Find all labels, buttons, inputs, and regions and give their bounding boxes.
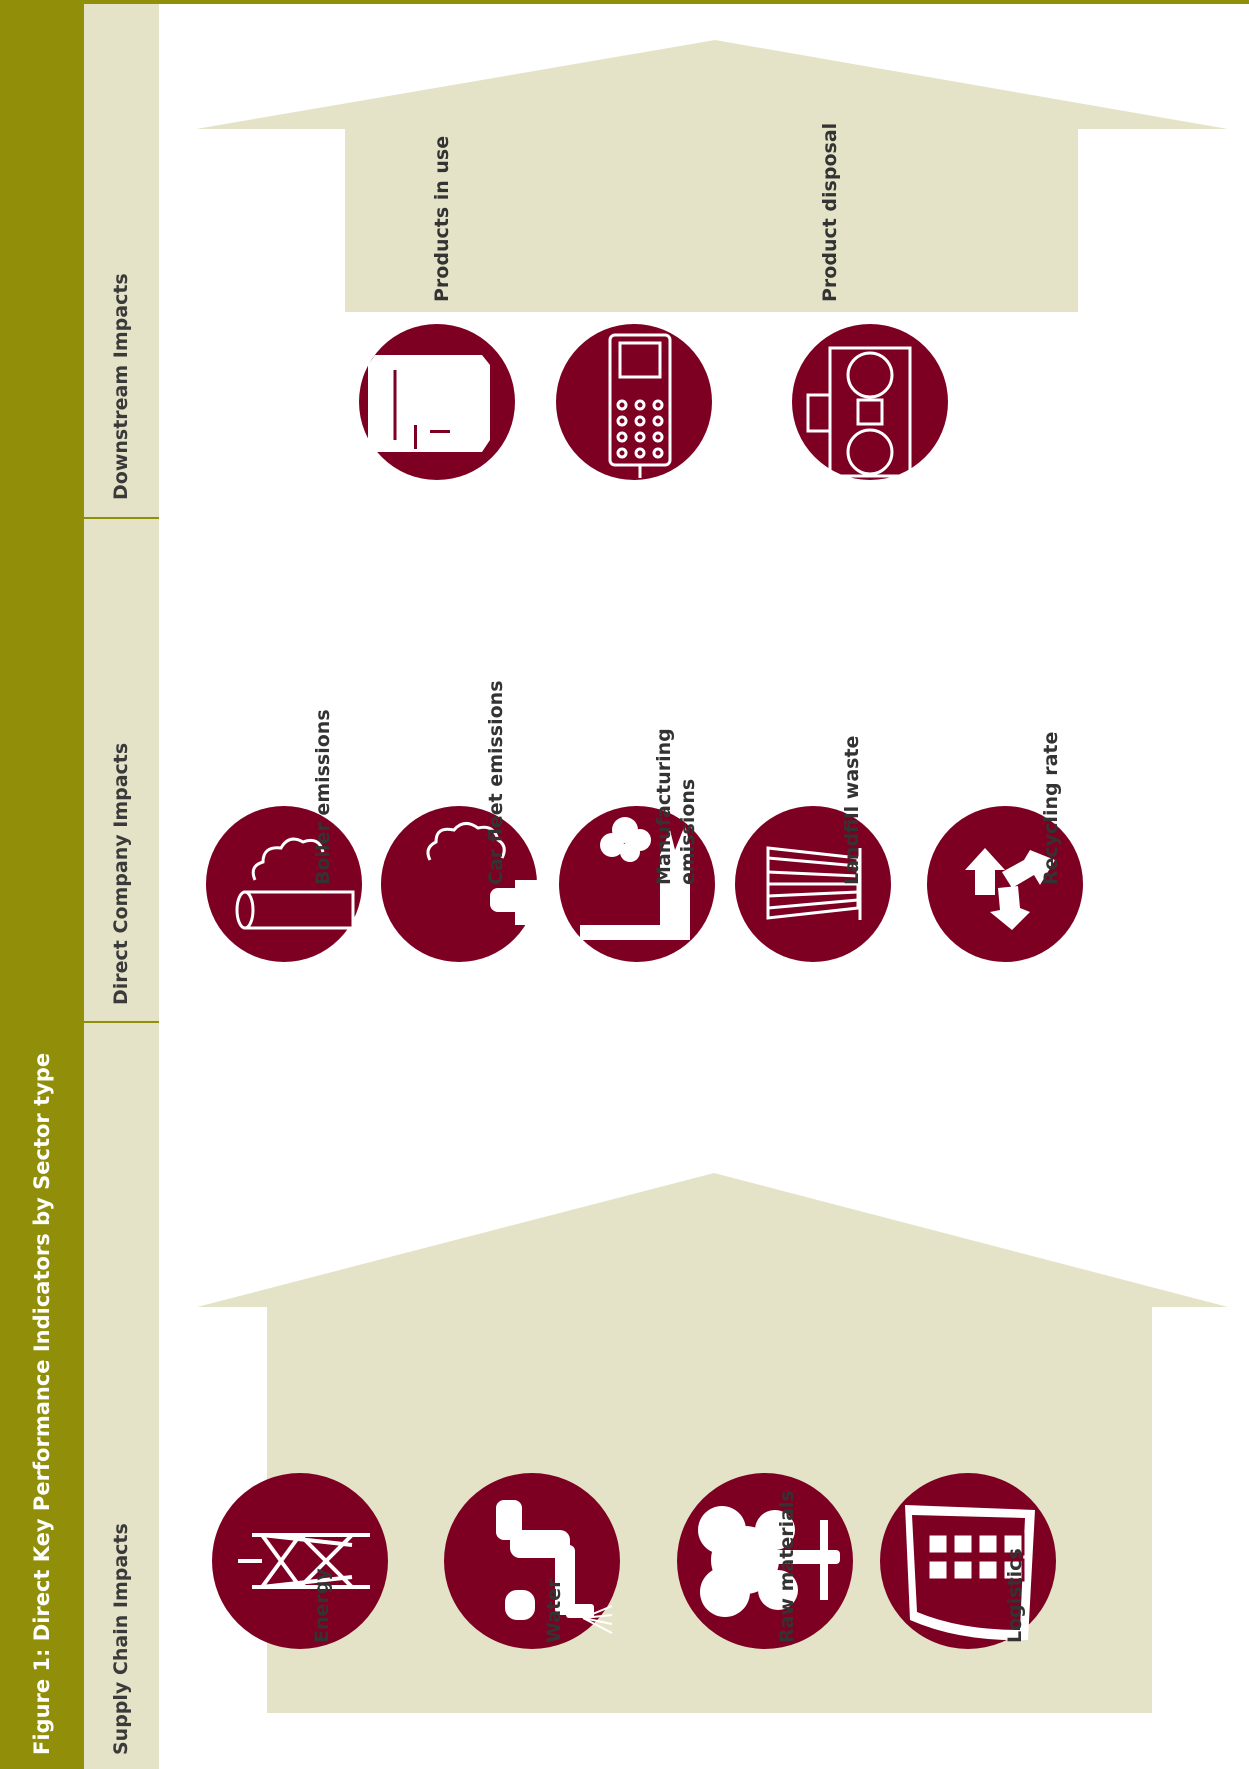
downstream-item-products-in-use: Products in use [431,135,453,302]
title-band [0,0,84,1769]
phone-icon-shape [608,333,672,478]
top-rule [84,0,1249,4]
header-separator [84,517,159,519]
stereo-icon-shape [806,346,912,478]
direct-item-manufacturing-line2: emissions [677,778,699,885]
tap-icon-shape [496,1500,594,1620]
supply-chain-item-water: Water [543,1578,565,1643]
pylon-icon-lines [238,1533,370,1589]
exhaust-icon [381,806,537,962]
supply-chain-item-raw-materials: Raw materials [776,1490,798,1643]
ship-icon-shape [905,1505,1035,1641]
supply-chain-item-energy: Energy [311,1568,333,1643]
direct-item-boiler-emissions: Boiler emissions [312,709,334,885]
direct-item-recycling-rate: Recycling rate [1040,731,1062,885]
exhaust-icon-shape [426,822,540,925]
header-separator [84,1021,159,1023]
phone-icon [556,324,712,480]
supply-chain-item-logistics: Logistics [1004,1548,1026,1643]
boiler-chimney-shape [235,837,355,930]
direct-item-manufacturing-emissions: Manufacturing emissions [652,665,700,885]
factory-icon-shape [580,817,690,940]
recycle-icon [927,806,1083,962]
recycle-icon-shape [965,848,1055,930]
direct-item-manufacturing-line1: Manufacturing [653,728,675,885]
fridge-icon-shape [368,355,490,452]
trash-bin-shape [766,846,862,920]
downstream-item-product-disposal: Product disposal [819,122,841,302]
column-header-band [84,0,159,1769]
direct-item-landfill-waste: Landfill waste [841,735,863,885]
downstream-arrow [196,40,1228,312]
water-jet-lines [582,1605,613,1634]
direct-item-car-fleet-emissions: Car fleet emissions [485,680,507,885]
pylon-icon [212,1473,388,1649]
boiler-chimney-icon [206,806,362,962]
tree-icon-shape [698,1506,840,1617]
